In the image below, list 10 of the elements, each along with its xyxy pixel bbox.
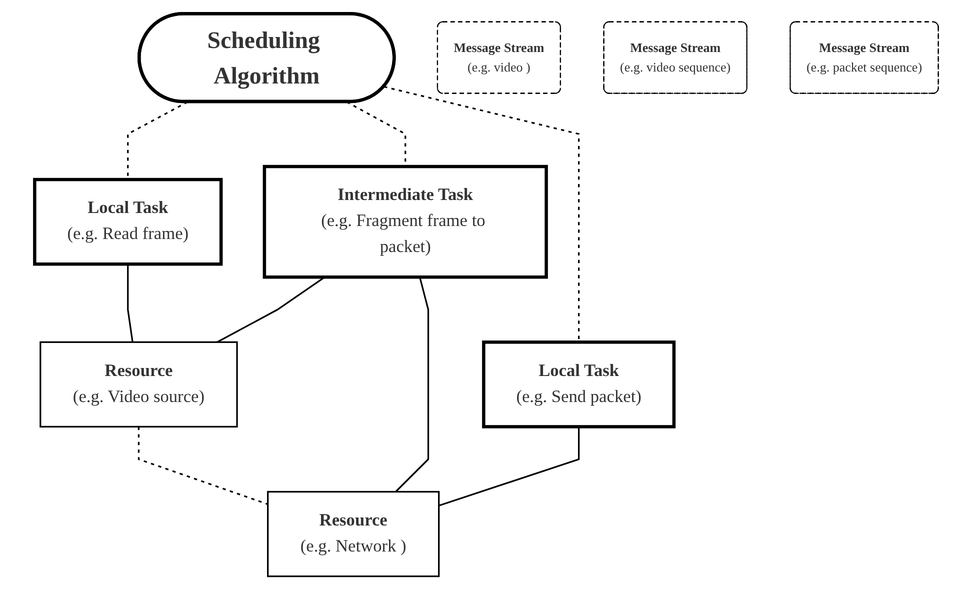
node-box: Resource (e.g. Network ) — [266, 490, 440, 577]
node-box: Local Task (e.g. Read frame) — [32, 177, 222, 266]
node-box: Intermediate Task (e.g. Fragment frame to packet) — [262, 164, 548, 278]
node-box: Local Task (e.g. Send packet) — [482, 340, 676, 428]
connector — [438, 426, 580, 506]
connector — [126, 264, 133, 342]
connector — [137, 426, 268, 504]
connector — [383, 85, 580, 342]
node-box: Resource (e.g. Video source) — [39, 340, 238, 428]
connector — [394, 276, 429, 492]
